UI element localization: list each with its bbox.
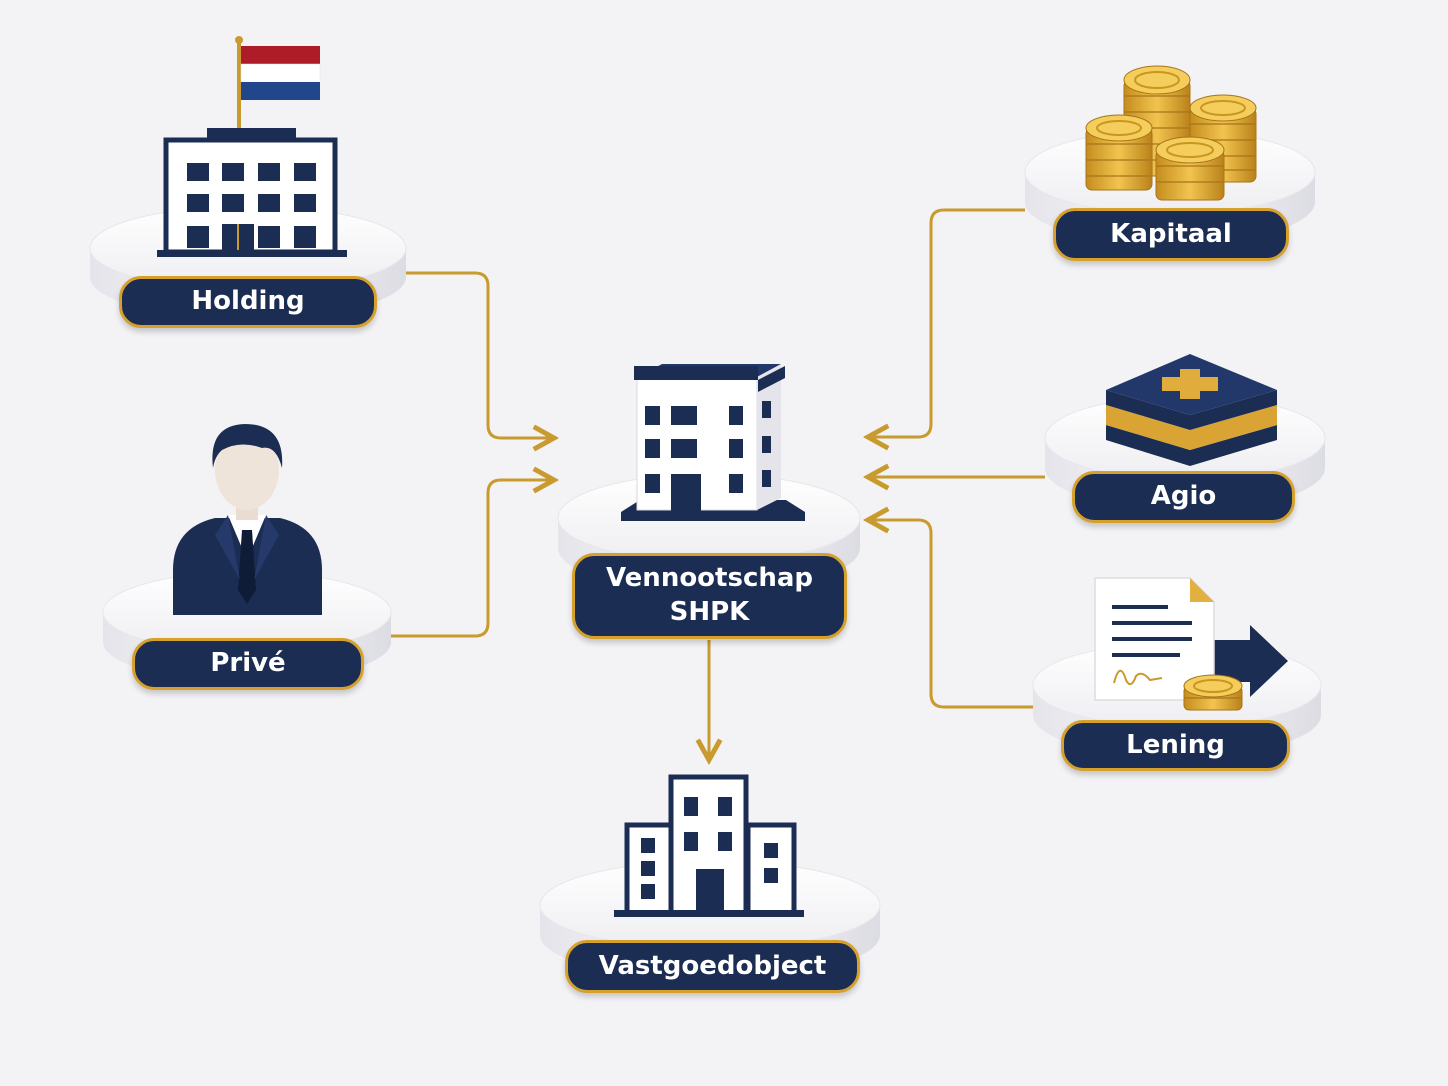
plus-block-icon [1106,354,1277,466]
kapitaal-label: Kapitaal [1053,208,1289,261]
businessman-icon [173,424,322,615]
holding-label-text: Holding [191,286,305,317]
connector-holding-to-vennootschap [405,271,554,438]
connector-lening-to-vennootschap [868,520,1035,709]
holding-label: Holding [119,276,377,328]
office-building-icon [621,364,805,521]
agio-label: Agio [1072,471,1295,523]
connector-kapitaal-to-vennootschap [868,208,1025,437]
kapitaal-label-text: Kapitaal [1110,218,1232,249]
connectors [390,208,1045,760]
vastgoed-label: Vastgoedobject [565,940,860,993]
lening-label-text: Lening [1126,729,1225,760]
loan-document-icon [1094,577,1288,711]
agio-label-text: Agio [1150,481,1217,512]
vastgoed-label-text: Vastgoedobject [598,950,827,981]
coin-stack-front-left [1085,114,1153,191]
connector-prive-to-vennootschap [390,480,554,638]
lening-label: Lening [1061,720,1290,771]
vennootschap-label-line1: Vennootschap [605,563,814,594]
prive-label-text: Privé [210,648,286,679]
gold-coins-icon [1085,65,1257,201]
vennootschap-label: Vennootschap SHPK [572,553,847,639]
office-building-with-dutch-flag-icon [157,36,347,257]
coin-stack-front-right [1155,136,1225,201]
vennootschap-label-line2: SHPK [669,597,750,627]
lening-coins [1183,674,1243,711]
prive-label: Privé [132,638,364,690]
building-complex-icon [614,774,804,917]
